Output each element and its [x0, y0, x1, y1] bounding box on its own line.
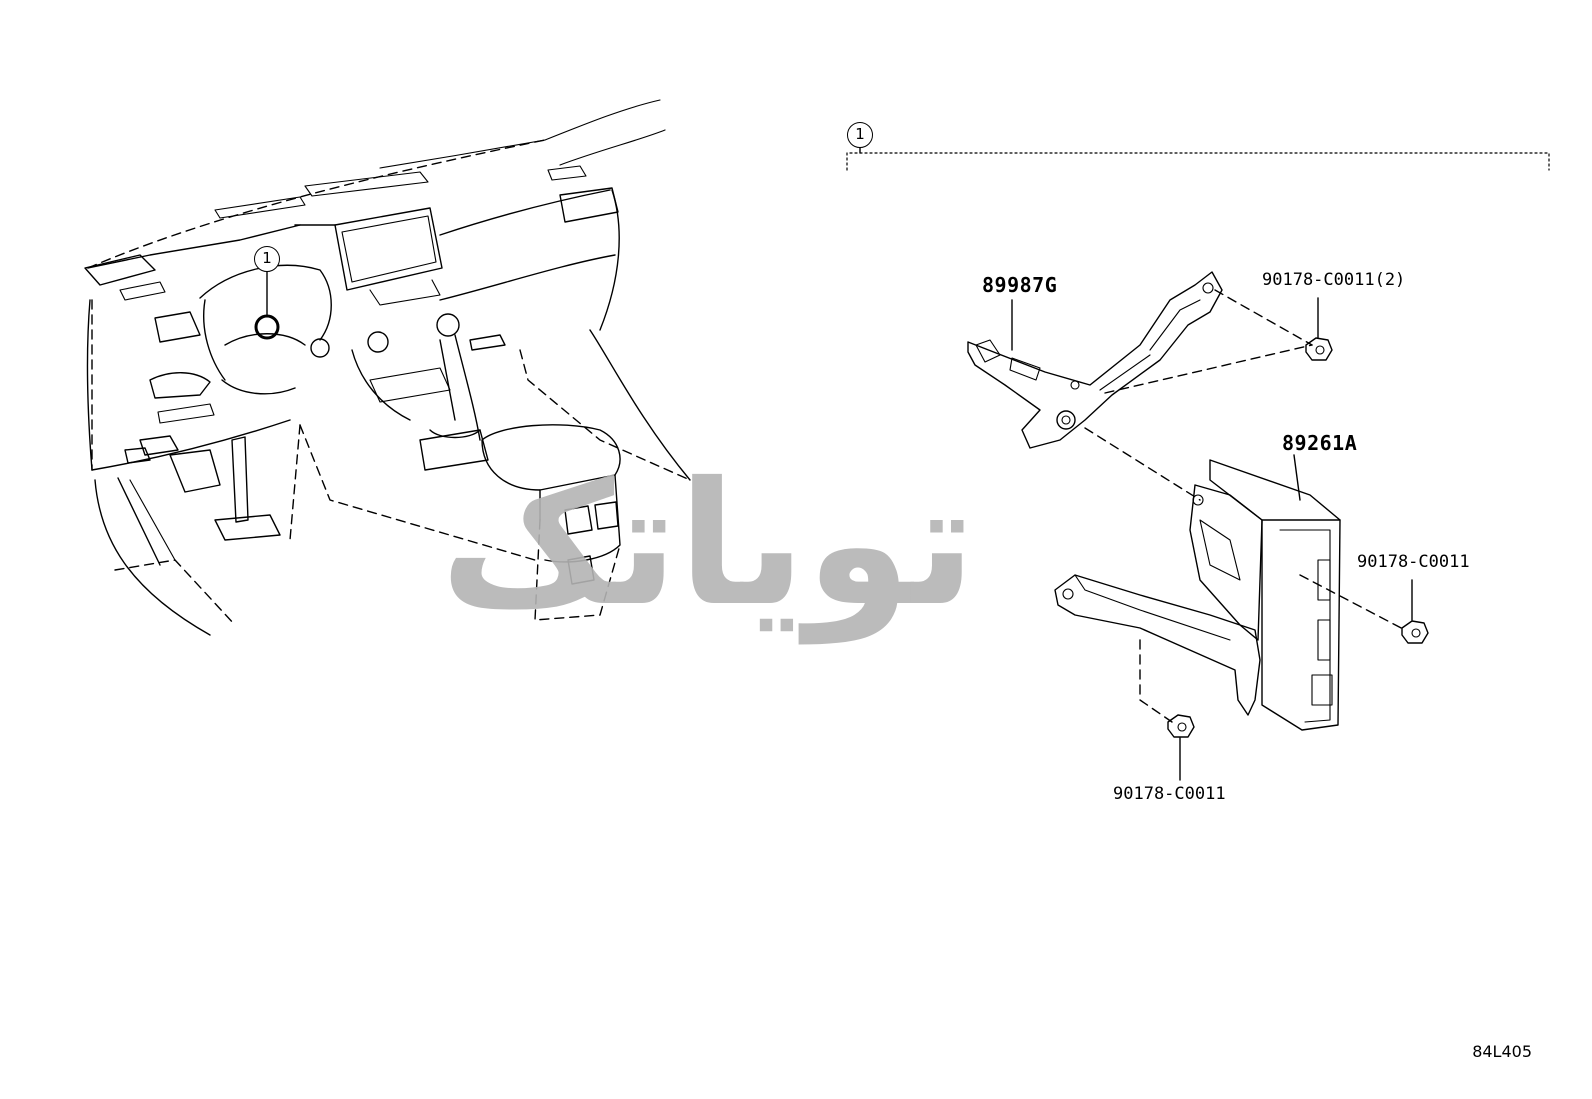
part-label-nut-lower: 90178-C0011	[1113, 784, 1226, 804]
part-label-89987g: 89987G	[982, 273, 1058, 297]
part-label-nut-right: 90178-C0011	[1357, 552, 1470, 572]
group-callout-marker: 1	[847, 122, 873, 148]
watermark-logo: تویاتک	[440, 446, 982, 644]
part-label-89261a: 89261A	[1282, 431, 1358, 455]
overview-callout-marker: 1	[254, 246, 280, 272]
part-label-nut-upper: 90178-C0011(2)	[1262, 270, 1406, 290]
dashboard-overview-illustration	[84, 99, 691, 636]
assembly-guide-lines	[1084, 289, 1406, 723]
nut-lower-drawing	[1167, 714, 1195, 781]
bracket-89987g-drawing	[967, 271, 1223, 449]
location-marker	[254, 314, 280, 340]
nut-right-drawing	[1401, 579, 1429, 644]
group-bracket	[846, 146, 1550, 171]
diagram-reference-code: 84L405	[1472, 1042, 1532, 1061]
nut-upper-drawing	[1305, 297, 1333, 361]
computer-assembly-89261a-drawing	[1054, 454, 1341, 731]
